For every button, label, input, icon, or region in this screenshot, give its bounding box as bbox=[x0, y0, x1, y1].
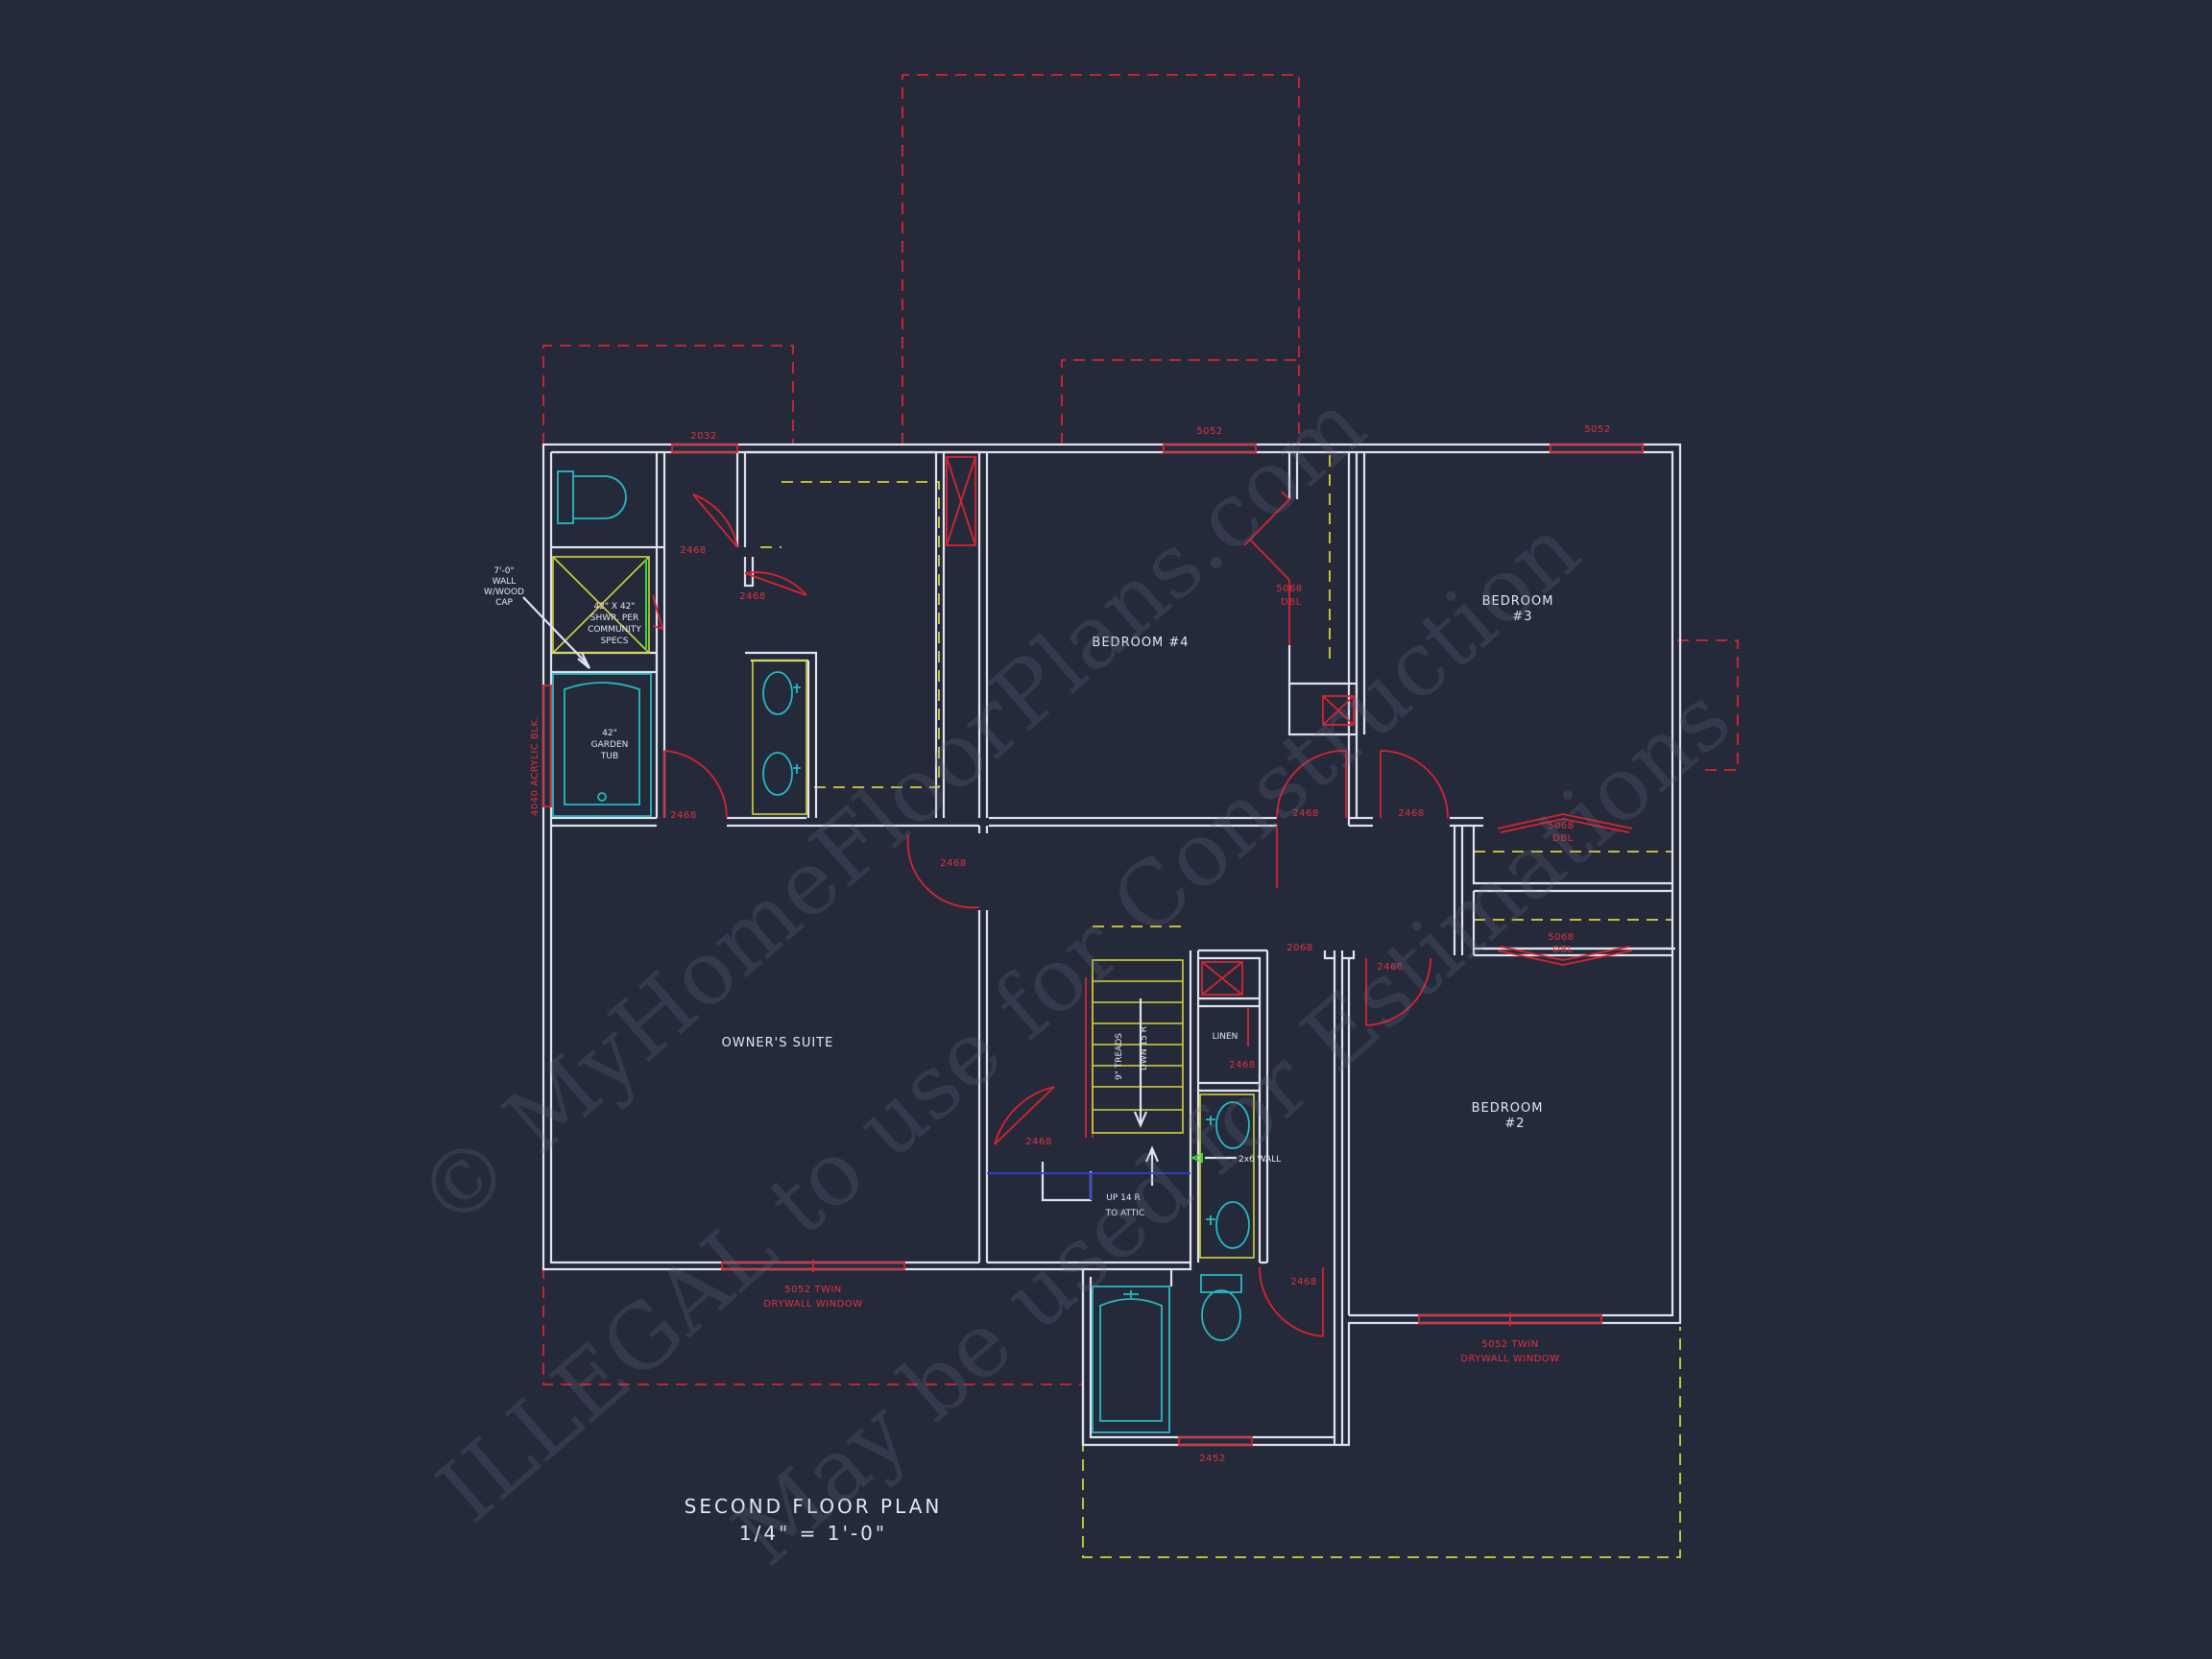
attic-note-up: UP 14 R bbox=[1106, 1193, 1140, 1203]
door-label-owner-suite: 2468 bbox=[940, 858, 966, 869]
plan-scale: 1/4" = 1'-0" bbox=[739, 1522, 887, 1545]
wall-note-wall: WALL bbox=[493, 577, 517, 587]
room-label-bedroom-2: BEDROOM bbox=[1472, 1101, 1544, 1116]
closet-label-bed2-dbl: DBL bbox=[1552, 945, 1574, 955]
windows bbox=[542, 444, 1644, 1446]
shower-note-specs: SPECS bbox=[601, 637, 629, 646]
wall-note-wood: W/WOOD bbox=[484, 588, 524, 597]
room-label-owners-suite: OWNER'S SUITE bbox=[722, 1036, 834, 1050]
door-label-bedroom-4: 2468 bbox=[1292, 808, 1318, 819]
stair-note-treads: 9" TREADS bbox=[1115, 1033, 1124, 1080]
overhead-outlines bbox=[760, 455, 1681, 1558]
room-label-linen: LINEN bbox=[1213, 1032, 1238, 1042]
window-label-bed2-drywall: DRYWALL WINDOW bbox=[1460, 1354, 1559, 1364]
stair-note-down: DWN 15 R bbox=[1140, 1026, 1149, 1070]
shower-note-size: 42" X 42" bbox=[593, 602, 635, 612]
watermark: © MyHomeFloorPlans.com ILLEGAL to use fo… bbox=[397, 373, 1749, 1585]
shower-note-per: SHWR. PER bbox=[590, 613, 638, 623]
roof-outlines bbox=[542, 74, 1739, 1385]
closet-label-bed4: 5068 bbox=[1276, 584, 1302, 594]
closet-label-bed2: 5068 bbox=[1548, 932, 1574, 943]
door-label-linen: 2468 bbox=[1229, 1060, 1255, 1070]
door-label-stair-closet: 2468 bbox=[1025, 1137, 1051, 1147]
closet-label-bed3: 5068 bbox=[1548, 821, 1574, 831]
closet-label-bed4-dbl: DBL bbox=[1281, 597, 1302, 608]
acrylic-block-window-label: 4040 ACRYLIC BLK. bbox=[530, 716, 541, 816]
door-label-bath: 2468 bbox=[739, 591, 765, 602]
window-label-bed2-twin: 5052 TWIN bbox=[1481, 1339, 1539, 1350]
door-label-owner-closet: 2468 bbox=[670, 810, 696, 821]
window-label-owner-drywall: DRYWALL WINDOW bbox=[763, 1299, 862, 1310]
wall-note-height: 7'-0" bbox=[493, 566, 514, 576]
tub-note-tub: TUB bbox=[600, 752, 618, 761]
window-label-2452: 2452 bbox=[1199, 1454, 1225, 1464]
room-label-bedroom-4: BEDROOM #4 bbox=[1092, 636, 1189, 650]
window-label-5052-right: 5052 bbox=[1584, 424, 1610, 435]
door-label-2068: 2068 bbox=[1286, 943, 1312, 953]
door-label-bedroom-3: 2468 bbox=[1398, 808, 1424, 819]
shower-note-community: COMMUNITY bbox=[588, 625, 641, 635]
plan-title: SECOND FLOOR PLAN bbox=[685, 1495, 943, 1518]
wall-2x6-note: 2x6 WALL bbox=[1238, 1155, 1281, 1165]
stairs bbox=[987, 959, 1237, 1200]
room-label-bedroom-2-number: #2 bbox=[1504, 1117, 1525, 1131]
window-label-2032: 2032 bbox=[690, 431, 716, 442]
fixtures bbox=[552, 456, 1355, 1433]
room-label-bedroom-3-number: #3 bbox=[1512, 610, 1532, 624]
tub-note-size: 42" bbox=[602, 729, 617, 738]
note-leader-arrow bbox=[522, 596, 590, 669]
door-label-hall-bath: 2468 bbox=[1290, 1277, 1316, 1287]
attic-note-to-attic: TO ATTIC bbox=[1105, 1209, 1145, 1218]
window-label-owner-twin: 5052 TWIN bbox=[784, 1285, 842, 1295]
tub-note-garden: GARDEN bbox=[591, 740, 629, 750]
door-label-bedroom-2: 2468 bbox=[1377, 962, 1403, 973]
wall-note-cap: CAP bbox=[495, 598, 513, 608]
closet-label-bed3-dbl: DBL bbox=[1552, 833, 1574, 844]
window-label-5052-top: 5052 bbox=[1196, 426, 1222, 437]
room-label-bedroom-3: BEDROOM bbox=[1482, 594, 1554, 609]
doors bbox=[663, 491, 1633, 1337]
door-label-wc: 2468 bbox=[680, 545, 706, 556]
